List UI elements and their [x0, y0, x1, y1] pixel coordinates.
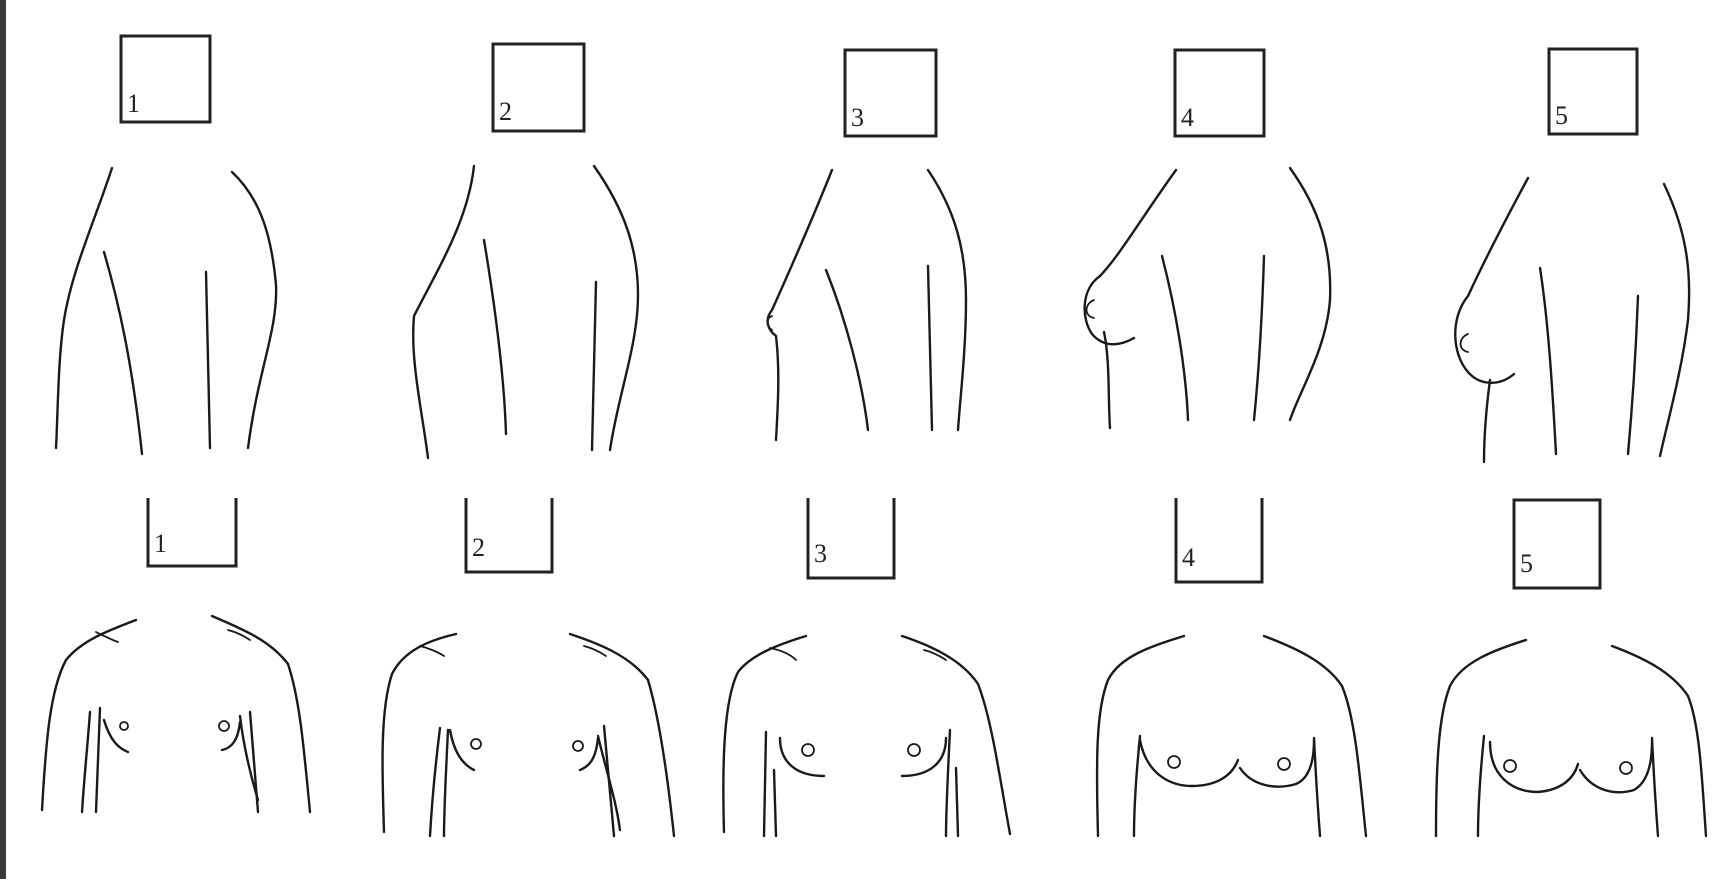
side-stage-4-chest-line — [1162, 256, 1188, 420]
front-stage-5-left-arm-line — [1478, 736, 1484, 836]
front-stage-3-right-nipple — [908, 744, 920, 756]
front-stage-4: 4 — [1097, 498, 1366, 836]
side-stage-4-nipple — [1087, 300, 1095, 318]
front-stage-1-left-nipple — [120, 722, 128, 730]
side-stage-2: 2 — [413, 44, 638, 458]
front-stage-3: 3 — [723, 498, 1010, 836]
front-stage-1-left-chest-line — [96, 708, 100, 812]
front-stage-1-label: 1 — [154, 529, 167, 558]
front-stage-4-right-arm-line — [1314, 738, 1320, 836]
front-stage-1-left-breast-curve — [104, 720, 128, 752]
front-stage-2-label: 2 — [472, 533, 485, 562]
side-stage-1-back-outline — [56, 168, 112, 448]
front-stage-4-right-nipple — [1278, 758, 1290, 770]
front-stage-5-right-shoulder — [1612, 646, 1706, 836]
front-stage-4-right-shoulder — [1264, 636, 1366, 836]
side-stage-1-front-outline — [232, 172, 276, 448]
front-stage-4-label: 4 — [1182, 543, 1195, 572]
front-stage-2-right-nipple — [573, 741, 583, 751]
front-stage-2-right-chest-line — [598, 736, 620, 830]
side-stage-3-label: 3 — [851, 103, 864, 132]
front-stage-1: 1 — [42, 498, 310, 812]
front-stage-4-left-arm-line — [1134, 736, 1140, 836]
front-stage-3-right-clavicle — [924, 650, 946, 660]
front-stage-2: 2 — [382, 498, 674, 836]
front-stage-5-right-nipple — [1620, 762, 1632, 774]
side-stage-4-label: 4 — [1181, 103, 1194, 132]
side-view-row: 1 2 3 4 — [56, 36, 1689, 462]
side-stage-2-chest-line — [484, 240, 506, 434]
front-stage-3-left-nipple — [802, 744, 814, 756]
front-stage-2-right-shoulder — [570, 634, 674, 836]
front-stage-1-right-breast-curve — [222, 722, 240, 750]
front-stage-4-right-breast-curve — [1240, 740, 1314, 787]
front-stage-5-left-shoulder — [1436, 640, 1526, 836]
side-stage-3-chest-line — [826, 270, 868, 430]
front-stage-3-left-breast-curve — [780, 738, 824, 776]
front-stage-1-right-nipple — [219, 721, 229, 731]
front-stage-1-right-shoulder — [212, 616, 310, 812]
front-stage-5-right-breast-curve — [1580, 742, 1652, 792]
side-stage-2-arm-line — [592, 282, 596, 450]
front-stage-3-right-breast-curve — [902, 738, 946, 776]
side-stage-5-nipple — [1461, 334, 1469, 352]
front-stage-5-left-nipple — [1504, 760, 1516, 772]
front-stage-3-label: 3 — [814, 539, 827, 568]
front-stage-2-left-nipple — [471, 739, 481, 749]
side-stage-2-label: 2 — [499, 97, 512, 126]
front-stage-1-left-arm-line — [82, 712, 90, 812]
side-stage-5-back-outline — [1484, 380, 1490, 462]
side-stage-1: 1 — [56, 36, 276, 454]
side-stage-3-front-outline — [928, 170, 966, 430]
front-stage-5-label: 5 — [1520, 549, 1533, 578]
side-stage-2-back-outline — [413, 166, 474, 458]
front-stage-5: 5 — [1436, 500, 1706, 836]
front-stage-2-left-arm-line — [430, 728, 440, 836]
side-stage-1-label: 1 — [127, 89, 140, 118]
side-stage-3-back-outline — [768, 170, 832, 440]
front-stage-4-left-breast-curve — [1140, 740, 1238, 786]
front-stage-5-right-arm-line — [1652, 738, 1658, 836]
side-stage-5-front-outline — [1660, 184, 1689, 456]
front-stage-3-right-chest-line — [956, 768, 958, 836]
front-stage-3-left-chest-line — [774, 770, 776, 836]
side-stage-1-chest-line — [104, 252, 142, 454]
side-stage-3: 3 — [768, 50, 967, 440]
side-stage-4-front-outline — [1290, 168, 1330, 420]
front-view-row: 1 2 — [42, 498, 1706, 836]
side-stage-4-back-outline — [1104, 332, 1110, 428]
side-stage-5-arm-line — [1628, 296, 1638, 454]
side-stage-5-chest-line — [1540, 268, 1556, 454]
side-stage-3-arm-line — [928, 266, 932, 430]
side-stage-4: 4 — [1085, 50, 1331, 428]
front-stage-2-left-clavicle — [420, 646, 444, 656]
front-stage-3-left-arm-line — [764, 732, 766, 836]
front-stage-2-left-chest-line — [444, 730, 448, 836]
front-stage-2-left-breast-curve — [450, 730, 474, 770]
front-stage-3-left-clavicle — [770, 648, 796, 660]
side-stage-5-label: 5 — [1555, 101, 1568, 130]
side-stage-2-front-outline — [594, 166, 638, 450]
side-stage-5: 5 — [1455, 49, 1689, 462]
front-stage-1-left-clavicle — [96, 632, 118, 642]
front-stage-4-left-nipple — [1168, 756, 1180, 768]
front-stage-1-right-chest-line — [240, 716, 258, 800]
side-stage-1-arm-line — [206, 272, 210, 448]
side-stage-4-arm-line — [1254, 256, 1264, 420]
